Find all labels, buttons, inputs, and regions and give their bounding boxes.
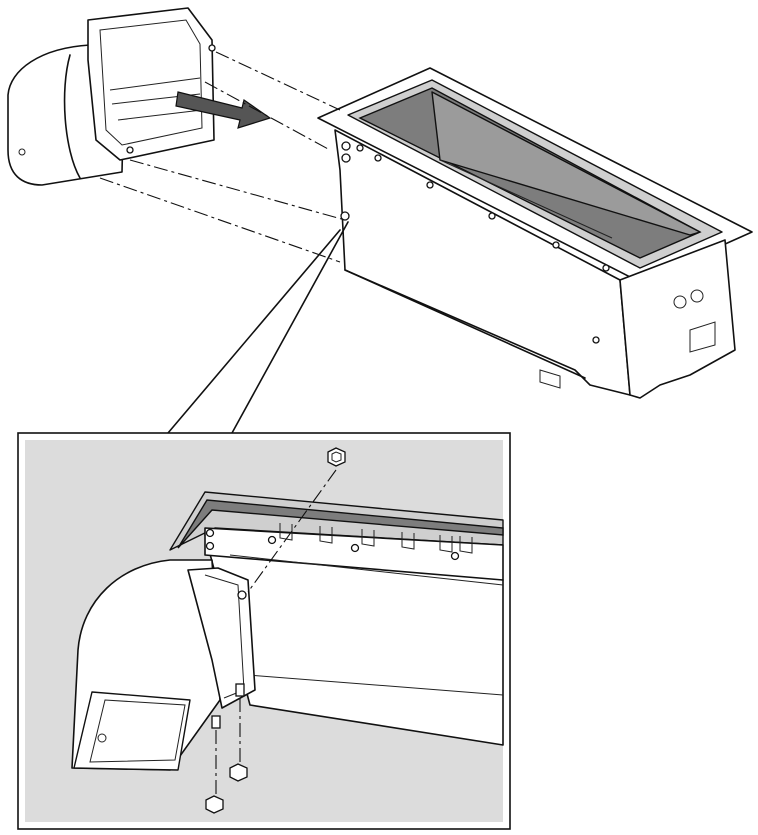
guide-line-top-nut: [247, 469, 337, 593]
detail-inset: [17, 432, 511, 830]
nut-icon: [327, 447, 346, 467]
bolt-icon: [211, 683, 245, 729]
arrow-right-icon: [175, 91, 272, 129]
housing-box-icon: [317, 67, 753, 399]
callout-line-left: [167, 229, 341, 434]
callout-line-right: [231, 221, 349, 434]
duct-elbow-icon: [7, 7, 216, 186]
nut-icon: [205, 763, 248, 814]
guide-lines: [99, 51, 346, 263]
